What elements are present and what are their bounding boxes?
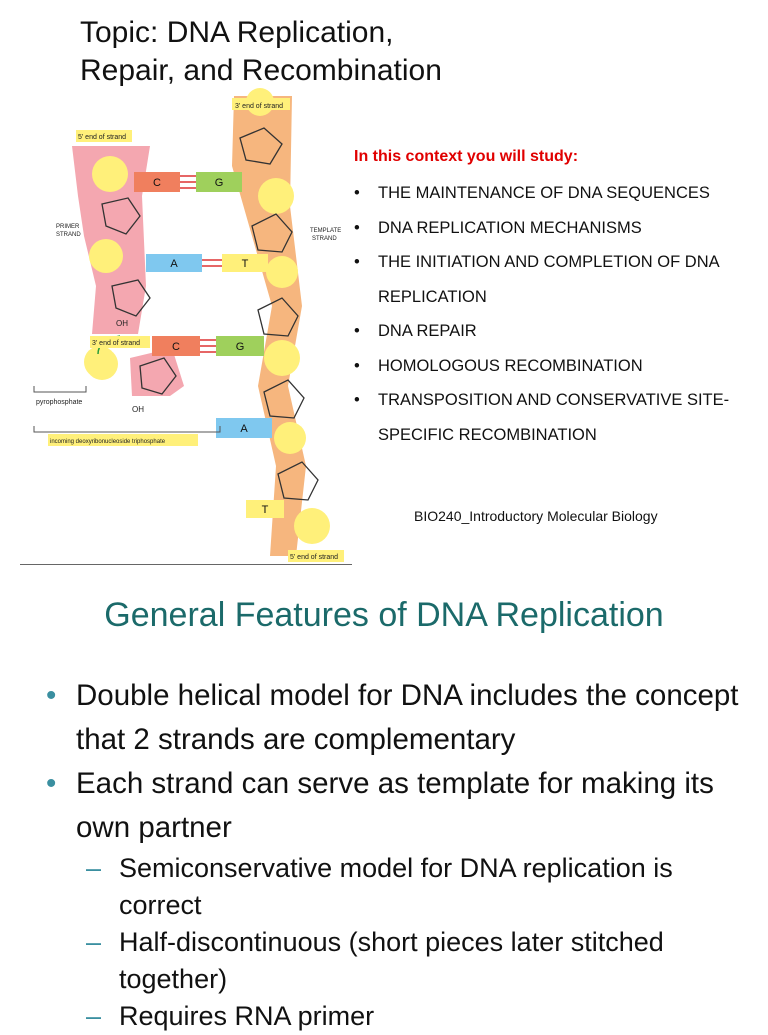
sub-bullet: –Semiconservative model for DNA replicat… xyxy=(86,850,761,924)
5end-top-box xyxy=(76,130,132,142)
incoming-phosphate-icon xyxy=(86,348,118,380)
study-item: •DNA REPLICATION MECHANISMS xyxy=(354,211,768,246)
phosphate-icon xyxy=(92,156,128,192)
incoming-label-box xyxy=(48,434,198,446)
base-A-1 xyxy=(146,254,202,272)
base-C-1 xyxy=(134,172,180,192)
label-5end-bottom: 5' end of strand xyxy=(290,554,338,561)
base-G-1 xyxy=(196,172,242,192)
title-line-2: Repair, and Recombination xyxy=(80,54,442,87)
phosphate-icon xyxy=(294,508,330,544)
3end-top-box xyxy=(232,98,290,110)
section-title: General Features of DNA Replication xyxy=(104,596,664,634)
title-line-1: Topic: DNA Replication, xyxy=(80,16,394,49)
bullet-icon: • xyxy=(354,356,360,375)
base-A-2 xyxy=(216,418,272,438)
sugar-ring-icon xyxy=(139,357,177,395)
dash-icon: – xyxy=(86,927,102,957)
phosphate-icon xyxy=(258,178,294,214)
base-A-2-label: A xyxy=(240,423,248,435)
3end-mid-box xyxy=(90,336,150,348)
phosphate-icon xyxy=(264,340,300,376)
dash-icon: – xyxy=(86,853,102,883)
base-G-1-label: G xyxy=(215,177,224,189)
label-3end-mid: 3' end of strand xyxy=(92,340,140,347)
base-T-2-label: T xyxy=(262,504,269,516)
oh-label: OH xyxy=(132,405,144,414)
label-incoming: incoming deoxyribonucleoside triphosphat… xyxy=(50,439,166,445)
sugar-ring-icon xyxy=(239,127,283,165)
base-T-1-label: T xyxy=(242,258,249,270)
study-item: •THE MAINTENANCE OF DNA SEQUENCES xyxy=(354,176,768,211)
pyrophosphate-bracket xyxy=(33,386,87,393)
base-C-2 xyxy=(152,336,200,356)
base-A-1-label: A xyxy=(170,258,178,270)
base-C-1-label: C xyxy=(153,177,161,189)
study-heading: In this context you will study: xyxy=(354,148,579,165)
sub-bullets: –Semiconservative model for DNA replicat… xyxy=(76,850,761,1035)
base-T-1 xyxy=(222,254,268,272)
base-T-2 xyxy=(246,500,284,518)
diagram-baseline xyxy=(20,564,352,565)
sugar-ring-icon xyxy=(111,279,151,317)
label-5end-left: 5' end of strand xyxy=(78,134,126,141)
study-item: •TRANSPOSITION AND CONSERVATIVE SITE-SPE… xyxy=(354,383,768,452)
bullet-icon: • xyxy=(354,218,360,237)
sugar-ring-icon xyxy=(257,297,299,337)
sugar-ring-icon xyxy=(101,197,141,235)
feature-bullet: •Double helical model for DNA includes t… xyxy=(46,674,761,762)
label-template: TEMPLATE xyxy=(310,228,341,234)
label-pyrophosphate: pyrophosphate xyxy=(36,399,82,406)
study-item: •HOMOLOGOUS RECOMBINATION xyxy=(354,349,768,384)
label-template2: STRAND xyxy=(312,236,337,242)
slide-title: Topic: DNA Replication, Repair, and Reco… xyxy=(80,14,442,90)
label-primer: PRIMER xyxy=(56,224,80,230)
phosphate-icon xyxy=(89,239,123,273)
feature-bullet: •Each strand can serve as template for m… xyxy=(46,762,761,1035)
bullet-icon: • xyxy=(354,322,360,340)
phosphate-icon xyxy=(274,422,306,454)
course-label: BIO240_Introductory Molecular Biology xyxy=(414,508,658,524)
study-item: •THE INITIATION AND COMPLETION OF DNA RE… xyxy=(354,245,768,314)
sugar-ring-icon xyxy=(251,213,293,253)
sugar-ring-icon xyxy=(263,379,305,419)
label-3end-top: 3' end of strand xyxy=(235,103,283,110)
5end-bottom-box xyxy=(288,550,344,562)
base-G-2-label: G xyxy=(236,341,245,353)
oh-label: OH xyxy=(116,319,128,328)
base-C-2-label: C xyxy=(172,341,180,353)
bullet-icon: • xyxy=(354,184,360,202)
sugar-ring-icon xyxy=(277,461,319,501)
study-item: •DNA REPAIR xyxy=(354,314,768,349)
bullet-icon: • xyxy=(354,253,360,271)
phosphate-icon xyxy=(266,256,298,288)
feature-bullets: •Double helical model for DNA includes t… xyxy=(46,674,761,1035)
study-list: •THE MAINTENANCE OF DNA SEQUENCES •DNA R… xyxy=(354,176,768,452)
dash-icon: – xyxy=(86,1001,102,1031)
base-G-2 xyxy=(216,336,264,356)
bullet-icon: • xyxy=(46,679,57,712)
template-strand-ribbon xyxy=(232,96,306,556)
bullet-icon: • xyxy=(354,391,360,409)
sub-bullet: –Half-discontinuous (short pieces later … xyxy=(86,924,761,998)
bullet-icon: • xyxy=(46,767,57,800)
sub-bullet: –Requires RNA primer xyxy=(86,998,761,1035)
dna-replication-diagram: 3' end of strand 5' end of strand PRIMER… xyxy=(33,88,344,562)
label-primer2: STRAND xyxy=(56,232,81,238)
incoming-bracket xyxy=(33,426,221,433)
